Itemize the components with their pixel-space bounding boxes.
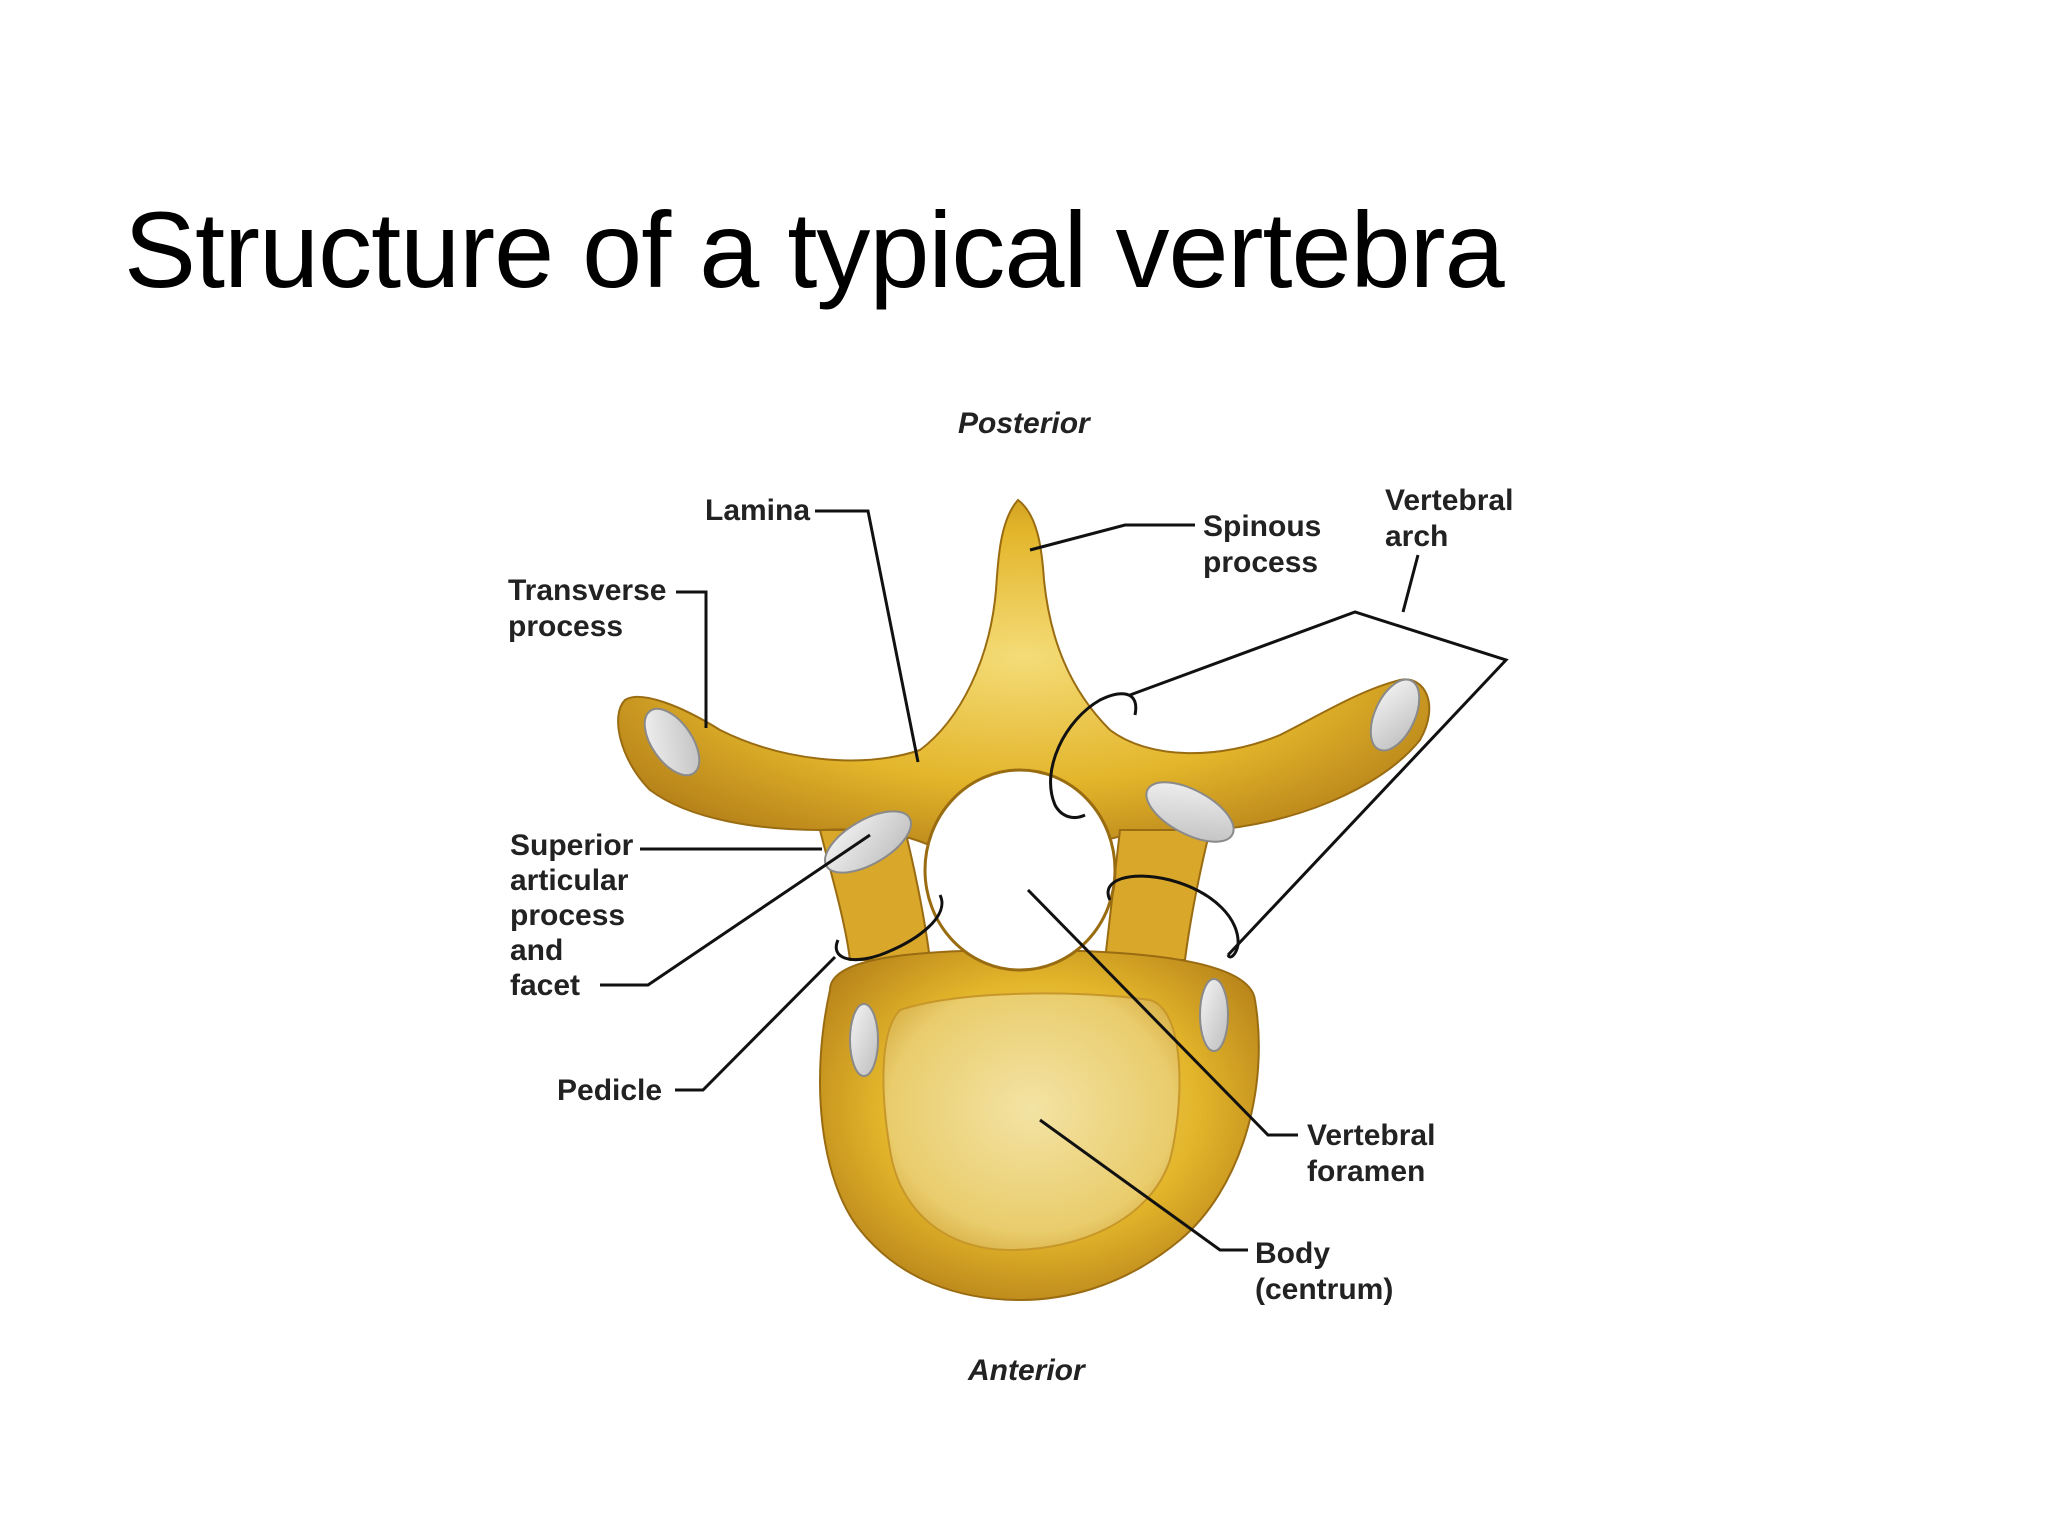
spinous-process-label-line1: Spinous [1203,510,1321,543]
body-label-line2: (centrum) [1255,1273,1393,1306]
left-body-facet [849,1003,879,1077]
arch-rings [834,692,1240,962]
spinous-process-label-line2: process [1203,546,1318,579]
anterior-label: Anterior [967,1354,1087,1387]
arch-ring-right-pedicle [1106,874,1240,959]
superior-articular-label-line1: Superior [510,829,634,862]
vertebral-foramen-leader [1026,888,1298,1137]
leader-lines [600,509,1509,1252]
lamina-label: Lamina [705,494,810,527]
vertebral-foramen-label-line1: Vertebral [1307,1119,1435,1152]
transverse-process-label-line2: process [508,610,623,643]
right-superior-facet [1145,781,1235,843]
right-transverse-facet [1369,678,1421,752]
posterior-label: Posterior [958,407,1092,440]
arch-ring-left-pedicle [834,894,944,962]
lamina-leader [815,509,920,763]
body-leader [1039,1118,1248,1252]
vertebral-arch-bracket [1129,610,1509,957]
transverse-process-leader [676,590,708,728]
superior-articular-label-line5: facet [510,969,580,1002]
transverse-process-label-line1: Transverse [508,574,666,607]
facet-leader [600,833,871,987]
vertebral-arch-label-line1: Vertebral [1385,484,1513,517]
centrum-surface [882,992,1181,1252]
body-label-line1: Body [1255,1237,1330,1270]
slide-title: Structure of a typical vertebra [124,189,1505,310]
right-body-facet [1199,978,1229,1052]
vertebral-arch-leader [1401,554,1420,613]
spinous-process-leader [1029,523,1195,552]
vertebral-foramen-hole [923,768,1117,972]
pedicle-leader [675,955,837,1092]
superior-articular-label-line3: process [510,899,625,932]
vertebral-foramen-label-line2: foramen [1307,1155,1425,1188]
vertebra-illustration [617,498,1431,1302]
superior-articular-label-line4: and [510,934,563,967]
vertebral-arch-label-line2: arch [1385,520,1448,553]
arch-ring-upper [1049,692,1138,819]
right-pedicle-shape [1103,829,1212,961]
superior-articular-label-line2: articular [510,864,629,897]
left-transverse-facet [643,707,701,777]
pedicle-label: Pedicle [557,1074,662,1107]
